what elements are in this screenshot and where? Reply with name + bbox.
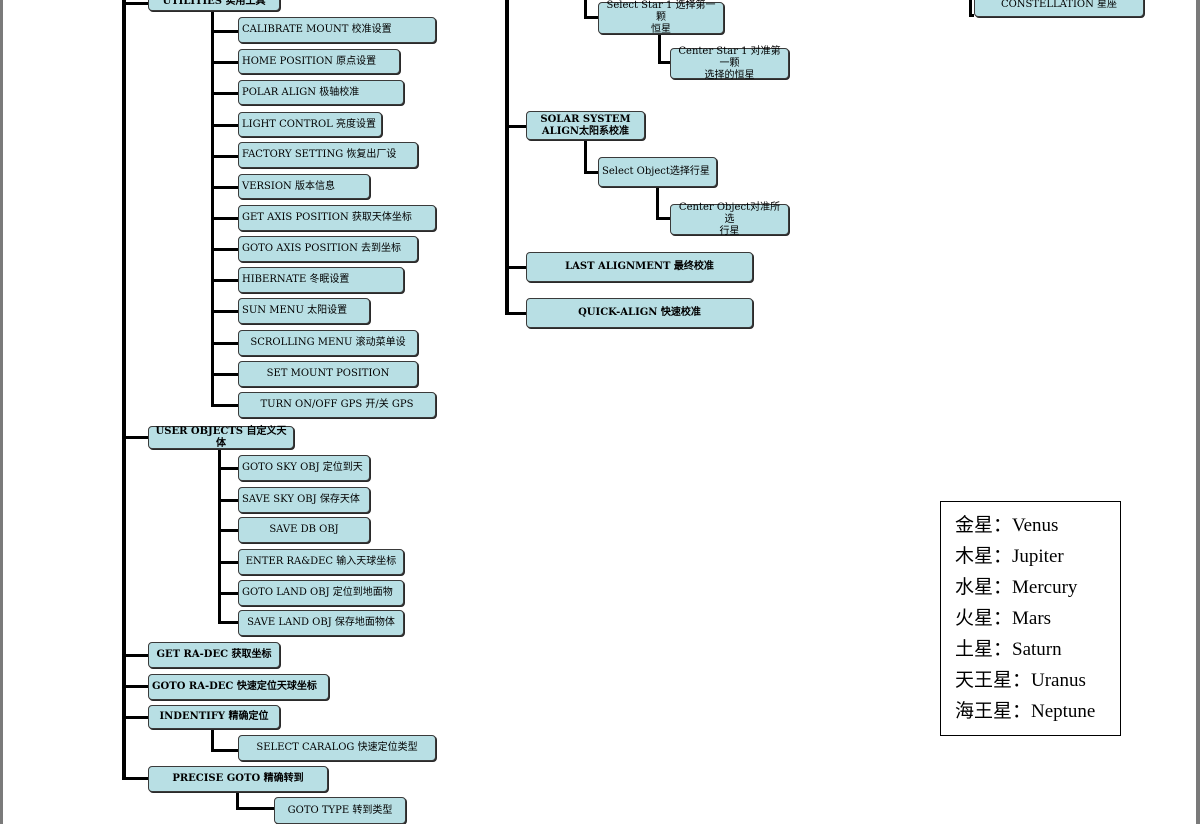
utilities-item-calibrate-mount[interactable]: CALIBRATE MOUNT 校准设置 — [238, 17, 436, 43]
center-object-node[interactable]: Center Object对准所选 行星 — [670, 202, 789, 237]
goto-ra-dec-node[interactable]: GOTO RA-DEC 快速定位天球坐标 — [148, 674, 329, 700]
quick-align-node[interactable]: QUICK-ALIGN 快速校准 — [526, 298, 753, 328]
legend-entry-venus: 金星：Venus — [955, 515, 1059, 536]
utilities-item-home-position[interactable]: HOME POSITION 原点设置 — [238, 49, 400, 74]
legend-entry-saturn: 土星：Saturn — [955, 639, 1062, 660]
user-objects-item-goto-sky-obj[interactable]: GOTO SKY OBJ 定位到天 — [238, 455, 370, 481]
utilities-node[interactable]: UTILITIES 实用工具 — [148, 0, 280, 11]
utilities-item-goto-axis-position[interactable]: GOTO AXIS POSITION 去到坐标 — [238, 236, 418, 262]
user-objects-item-enter-ra-dec[interactable]: ENTER RA&DEC 输入天球坐标 — [238, 549, 404, 575]
legend-entry-neptune: 海王星：Neptune — [955, 701, 1096, 722]
utilities-item-hibernate[interactable]: HIBERNATE 冬眠设置 — [238, 267, 404, 293]
trunk-to-user-objects — [122, 436, 148, 439]
page-left-border — [0, 0, 3, 824]
planet-legend: 金星：Venus 木星：Jupiter 水星：Mercury 火星：Mars 土… — [940, 501, 1121, 736]
last-alignment-node[interactable]: LAST ALIGNMENT 最终校准 — [526, 252, 753, 282]
page-right-border — [1196, 0, 1200, 824]
user-objects-branch-line — [218, 449, 221, 624]
trunk-to-utilities — [122, 2, 148, 5]
main-trunk-line — [122, 0, 126, 780]
user-objects-item-save-sky-obj[interactable]: SAVE SKY OBJ 保存天体 — [238, 487, 370, 513]
alignment-trunk-line — [505, 0, 509, 315]
legend-entry-mars: 火星：Mars — [955, 608, 1052, 629]
user-objects-item-save-db-obj[interactable]: SAVE DB OBJ — [238, 517, 370, 543]
legend-entry-jupiter: 木星：Jupiter — [955, 546, 1064, 567]
utilities-item-get-axis-position[interactable]: GET AXIS POSITION 获取天体坐标 — [238, 205, 436, 231]
precise-goto-node[interactable]: PRECISE GOTO 精确转到 — [148, 766, 328, 792]
user-objects-item-save-land-obj[interactable]: SAVE LAND OBJ 保存地面物体 — [238, 610, 404, 636]
utilities-item-scrolling-menu[interactable]: SCROLLING MENU 滚动菜单设 — [238, 330, 418, 356]
solar-system-align-node[interactable]: SOLAR SYSTEM ALIGN太阳系校准 — [526, 111, 645, 140]
constellation-node[interactable]: CONSTELLATION 星座 — [974, 0, 1144, 17]
select-star-1-node[interactable]: Select Star 1 选择第一颗 恒星 — [598, 0, 724, 35]
utilities-item-turn-on-off-gps[interactable]: TURN ON/OFF GPS 开/关 GPS — [238, 392, 436, 418]
indentify-node[interactable]: INDENTIFY 精确定位 — [148, 705, 280, 729]
utilities-item-sun-menu[interactable]: SUN MENU 太阳设置 — [238, 298, 370, 324]
user-objects-item-goto-land-obj[interactable]: GOTO LAND OBJ 定位到地面物 — [238, 580, 404, 606]
legend-entry-mercury: 水星：Mercury — [955, 577, 1078, 598]
legend-entry-uranus: 天王星：Uranus — [955, 670, 1086, 691]
utilities-item-version[interactable]: VERSION 版本信息 — [238, 174, 370, 199]
center-star-1-node[interactable]: Center Star 1 对准第一颗 选择的恒星 — [670, 46, 789, 81]
utilities-item-polar-align[interactable]: POLAR ALIGN 极轴校准 — [238, 80, 404, 105]
indentify-item-select-caralog[interactable]: SELECT CARALOG 快速定位类型 — [238, 735, 436, 761]
utilities-item-light-control[interactable]: LIGHT CONTROL 亮度设置 — [238, 112, 382, 137]
user-objects-node[interactable]: USER OBJECTS 自定义天体 — [148, 426, 294, 449]
precise-goto-item-goto-type[interactable]: GOTO TYPE 转到类型 — [274, 797, 406, 824]
get-ra-dec-node[interactable]: GET RA-DEC 获取坐标 — [148, 642, 280, 668]
utilities-item-set-mount-position[interactable]: SET MOUNT POSITION — [238, 361, 418, 387]
utilities-branch-line — [211, 9, 214, 407]
utilities-item-factory-setting[interactable]: FACTORY SETTING 恢复出厂设 — [238, 142, 418, 168]
select-object-node[interactable]: Select Object选择行星 — [598, 157, 717, 187]
